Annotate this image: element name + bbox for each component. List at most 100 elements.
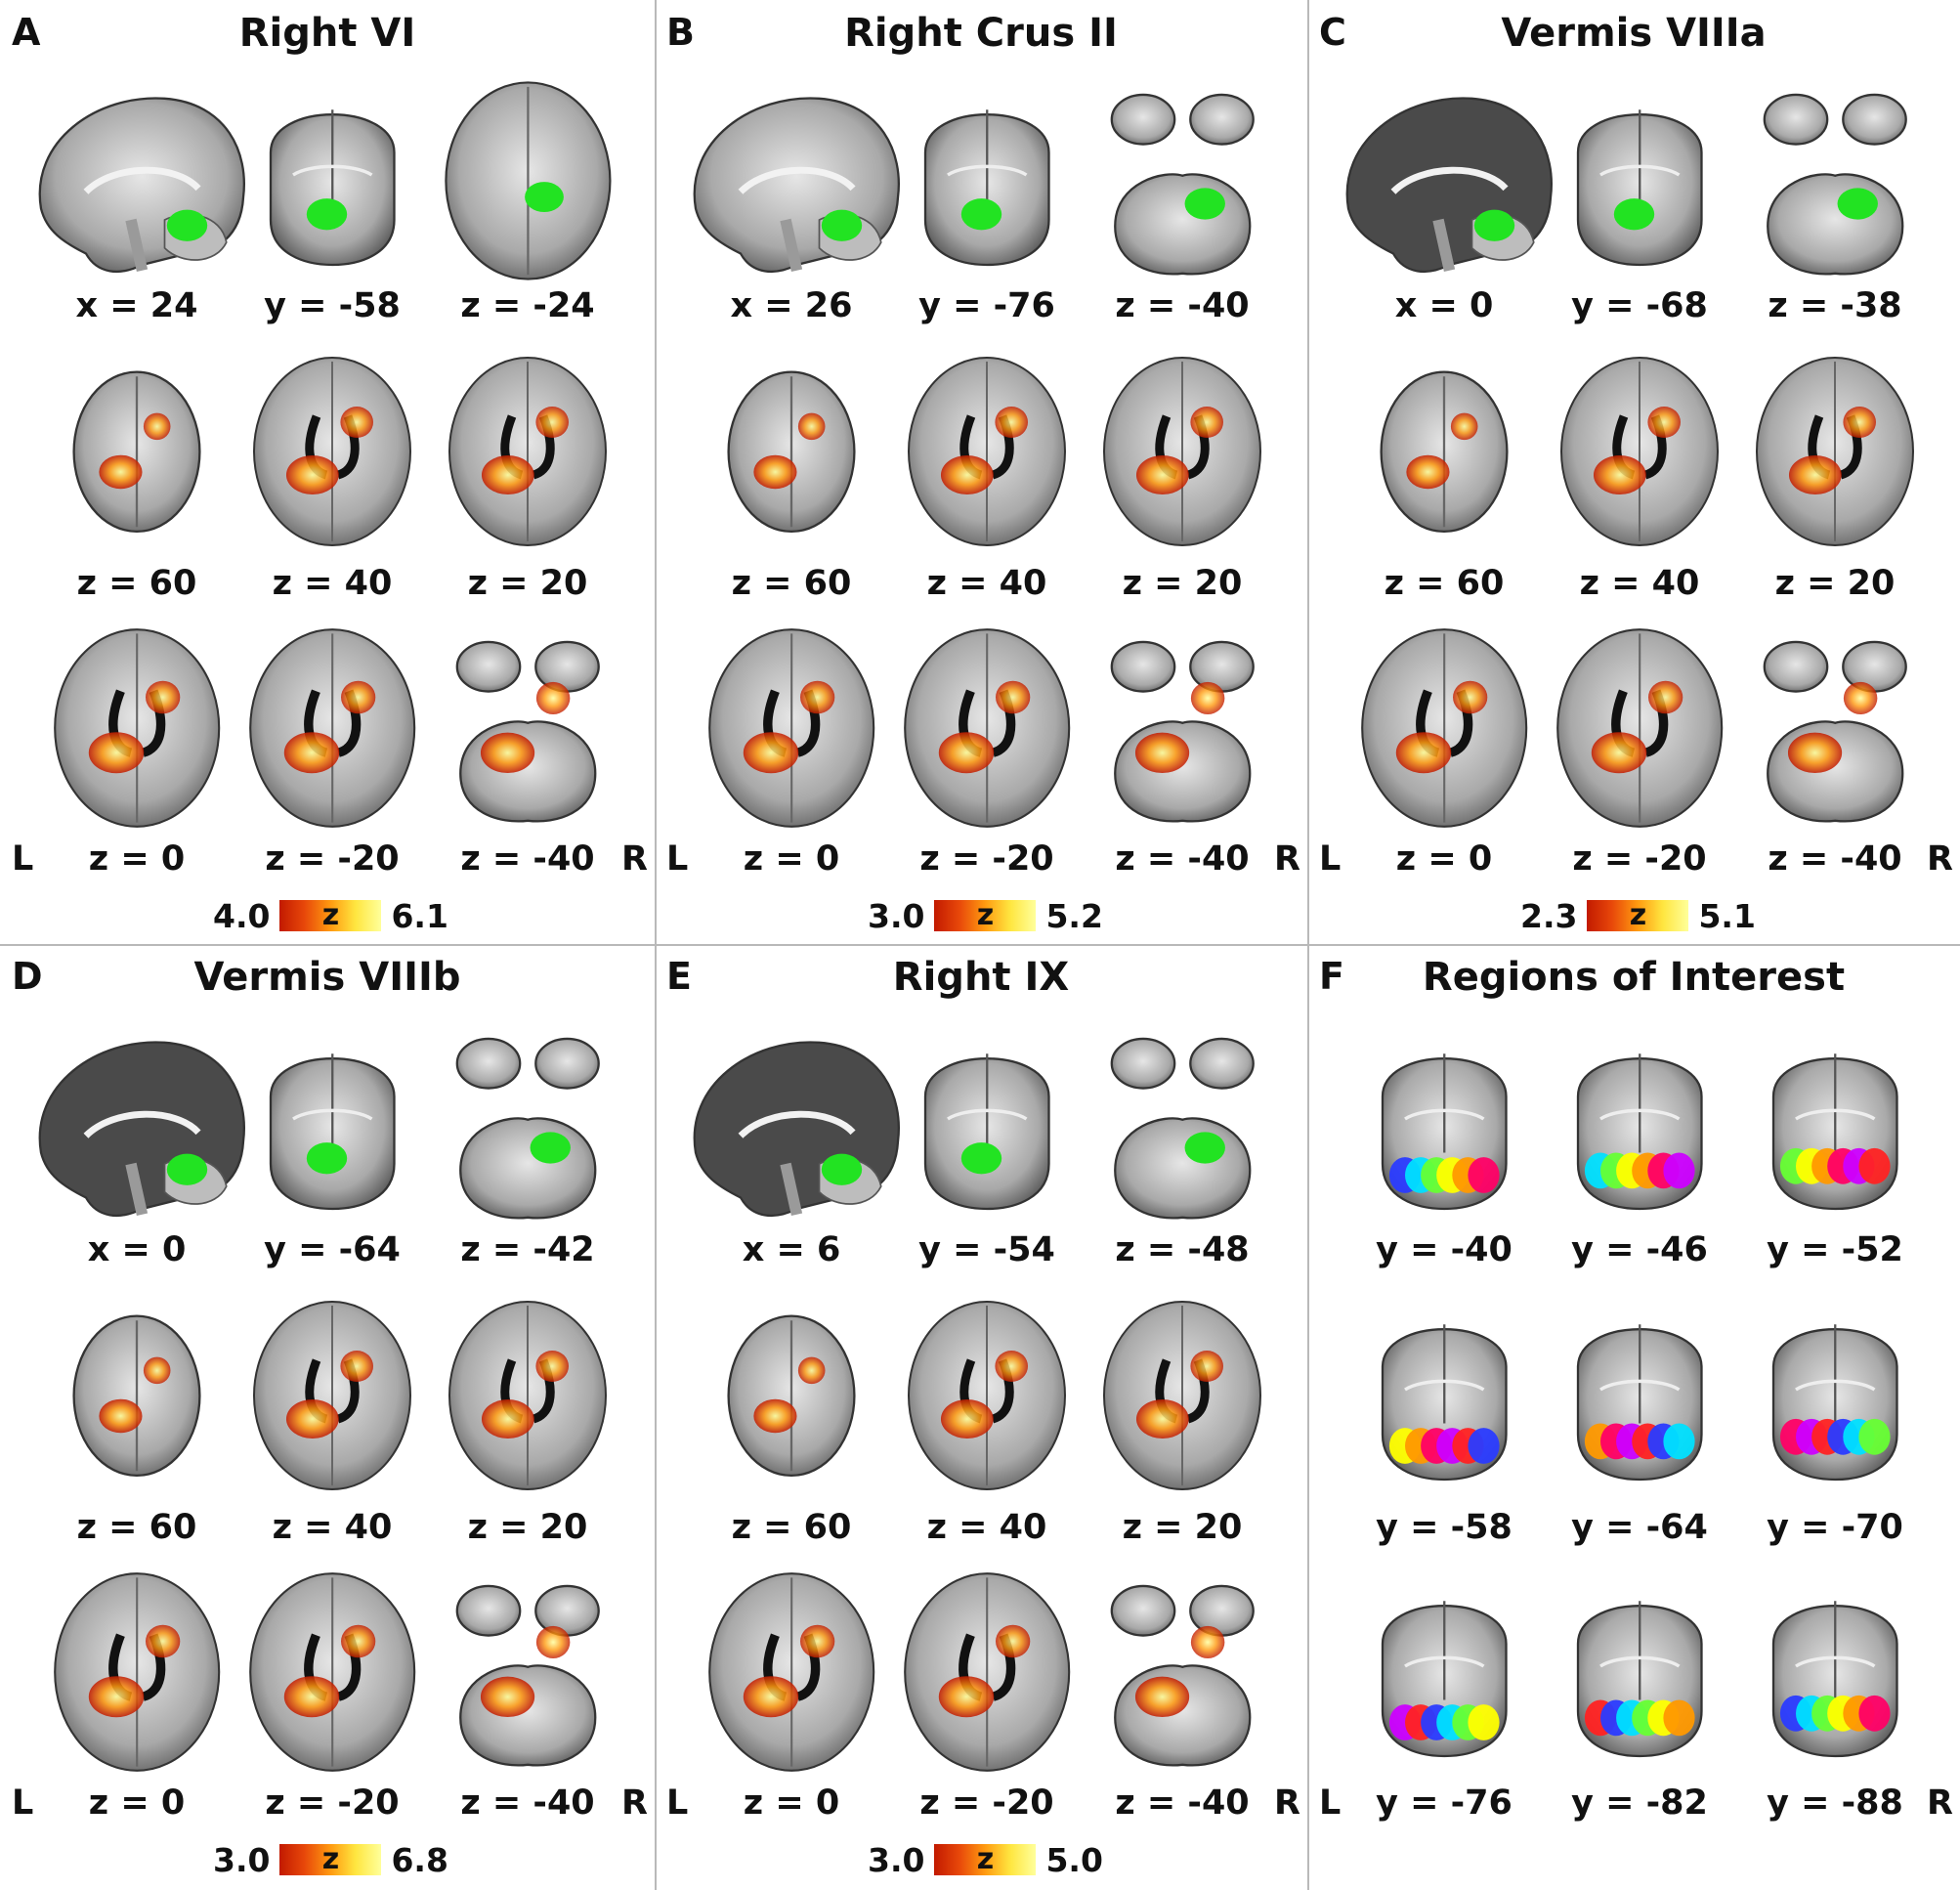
colorbar-symbol: z (321, 898, 340, 932)
colorbar-min: 4.0 (213, 896, 271, 935)
brain-slice-axial-small (1377, 367, 1512, 537)
colorbar-symbol: z (321, 1842, 340, 1876)
slice-coordinate: x = 6 (742, 1230, 841, 1269)
brain-slice-coronal (248, 1029, 417, 1221)
slice-coordinate: x = 0 (1394, 286, 1494, 325)
brain-slice-axial-cereb (444, 1571, 613, 1774)
brain-slice-axial (905, 1298, 1069, 1493)
slice-coordinate: z = 40 (272, 1508, 393, 1547)
slice-coordinate: x = 24 (75, 286, 198, 325)
slice-coordinate: z = 0 (88, 1783, 186, 1823)
left-hemisphere-label: L (666, 1783, 689, 1823)
brain-slice-axial (246, 1569, 418, 1775)
slice-coordinate: y = -70 (1767, 1508, 1903, 1547)
brain-slice-axial-low (442, 78, 615, 283)
slice-coordinate: z = 0 (1395, 839, 1493, 879)
slice-coordinate: z = 20 (1122, 564, 1243, 603)
colorbar-symbol: z (1629, 898, 1647, 932)
colorbar-min: 3.0 (213, 1840, 271, 1879)
brain-slice-axial-small (69, 1311, 204, 1481)
brain-slice-sagittal (673, 85, 910, 277)
horizontal-divider (0, 944, 1960, 946)
slice-coordinate: z = -40 (1115, 286, 1250, 325)
panel-letter: C (1319, 11, 1346, 54)
brain-slice-sagittal (19, 85, 255, 277)
right-hemisphere-label: R (1274, 1783, 1300, 1823)
slice-coordinate: y = -52 (1767, 1230, 1903, 1269)
colorbar-gradient: z (934, 1844, 1037, 1875)
left-hemisphere-label: L (12, 839, 34, 879)
slice-coordinate: z = 20 (467, 1508, 588, 1547)
brain-slice-coronal (1555, 85, 1725, 277)
slice-coordinate: z = -20 (265, 839, 400, 879)
brain-slice-axial (1557, 354, 1722, 549)
brain-slice-coronal (903, 85, 1072, 277)
colorbar-gradient: z (934, 900, 1037, 931)
slice-coordinate: y = -40 (1376, 1230, 1513, 1269)
colorbar-min: 2.3 (1520, 896, 1578, 935)
slice-coordinate: z = -40 (1115, 1783, 1250, 1823)
slice-coordinate: z = -40 (1768, 839, 1902, 879)
brain-slice-axial (250, 354, 414, 549)
slice-coordinate: z = -48 (1115, 1230, 1250, 1269)
brain-slice-axial-small (724, 1311, 859, 1481)
colorbar-gradient: z (1587, 898, 1689, 932)
brain-slice-coronal-roi (1555, 1300, 1725, 1491)
slice-coordinate: z = -20 (265, 1783, 400, 1823)
colorbar-min: 3.0 (868, 896, 925, 935)
slice-coordinate: y = -54 (918, 1230, 1055, 1269)
brain-slice-coronal-roi (1555, 1029, 1725, 1221)
brain-slice-axial (705, 1569, 877, 1775)
brain-slice-coronal-roi (1751, 1029, 1920, 1221)
slice-coordinate: z = 20 (1122, 1508, 1243, 1547)
right-hemisphere-label: R (1274, 839, 1300, 879)
panel-letter: D (12, 955, 43, 998)
brain-slice-axial-cereb (1098, 1571, 1267, 1774)
panel-letter: A (12, 11, 41, 54)
colorbar-gradient: z (279, 1842, 382, 1876)
brain-slice-axial-cereb (444, 1024, 613, 1226)
panel-title: Right Crus II (844, 11, 1118, 56)
brain-slice-coronal-roi (1360, 1576, 1529, 1768)
slice-coordinate: y = -64 (1571, 1508, 1708, 1547)
slice-coordinate: z = 0 (743, 839, 840, 879)
brain-slice-sagittal-mid (19, 1029, 255, 1221)
brain-slice-axial (905, 354, 1069, 549)
brain-slice-axial-cereb (1098, 627, 1267, 830)
panel-letter: F (1319, 955, 1344, 998)
slice-coordinate: z = -20 (919, 839, 1054, 879)
brain-slice-coronal-roi (1555, 1576, 1725, 1768)
right-hemisphere-label: R (621, 1783, 648, 1823)
slice-coordinate: y = -82 (1571, 1783, 1708, 1823)
slice-coordinate: z = 40 (272, 564, 393, 603)
slice-coordinate: y = -76 (918, 286, 1055, 325)
brain-slice-coronal-roi (1751, 1576, 1920, 1768)
slice-coordinate: y = -58 (264, 286, 401, 325)
colorbar-min: 3.0 (868, 1840, 925, 1879)
brain-slice-axial (51, 625, 223, 831)
brain-slice-axial-cereb (1098, 80, 1267, 282)
brain-slice-axial-small (724, 367, 859, 537)
left-hemisphere-label: L (1319, 839, 1342, 879)
slice-coordinate: z = 20 (1774, 564, 1896, 603)
slice-coordinate: y = -46 (1571, 1230, 1708, 1269)
brain-slice-coronal-roi (1360, 1029, 1529, 1221)
slice-coordinate: z = -38 (1768, 286, 1902, 325)
brain-slice-axial (246, 625, 418, 831)
brain-slice-axial (901, 1569, 1073, 1775)
slice-coordinate: y = -64 (264, 1230, 401, 1269)
right-hemisphere-label: R (621, 839, 648, 879)
slice-coordinate: z = -24 (460, 286, 595, 325)
slice-coordinate: z = -40 (460, 839, 595, 879)
left-hemisphere-label: L (1319, 1783, 1342, 1823)
slice-coordinate: y = -68 (1571, 286, 1708, 325)
right-hemisphere-label: R (1927, 1783, 1953, 1823)
brain-slice-axial (1554, 625, 1726, 831)
left-hemisphere-label: L (12, 1783, 34, 1823)
